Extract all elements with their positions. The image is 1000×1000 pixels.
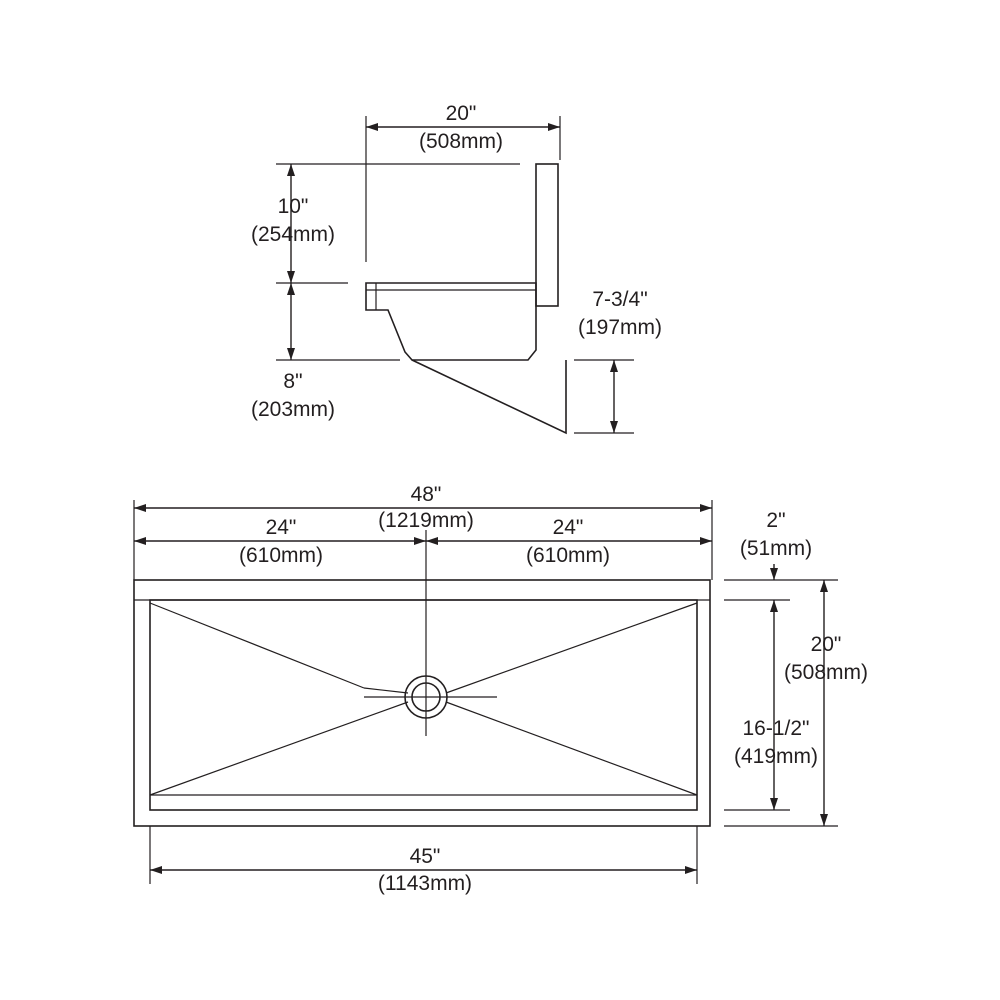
sink-outer-outline xyxy=(133,579,711,827)
label-bowl-front-back-in: 16-1/2" xyxy=(743,717,810,740)
bowl-outline xyxy=(149,599,698,811)
slope-line-top-left xyxy=(149,602,365,689)
label-overall-width-in: 48" xyxy=(411,483,442,506)
slope-line-top-left-short xyxy=(363,687,409,694)
label-backsplash-mm: (254mm) xyxy=(251,223,335,246)
label-overall-depth-in: 20" xyxy=(811,633,842,656)
label-depth-in: 20" xyxy=(446,102,477,125)
label-ledge-mm: (51mm) xyxy=(740,537,812,560)
label-bracket-mm: (197mm) xyxy=(578,316,662,339)
basin-profile xyxy=(365,282,537,361)
label-overall-width-mm: (1219mm) xyxy=(378,509,474,532)
label-bowl-depth-mm: (203mm) xyxy=(251,398,335,421)
slope-line-bottom-left xyxy=(149,701,409,796)
slope-line-top-right xyxy=(445,602,698,694)
support-bracket xyxy=(411,359,567,435)
label-left-half-mm: (610mm) xyxy=(239,544,323,567)
label-bowl-depth-in: 8" xyxy=(283,370,302,393)
side-view: 20" (508mm) 10" (254mm) 8" (203mm) 7-3/4… xyxy=(251,102,662,435)
label-right-half-in: 24" xyxy=(553,516,584,539)
label-overall-depth-mm: (508mm) xyxy=(784,661,868,684)
label-depth-mm: (508mm) xyxy=(419,130,503,153)
top-view: 48" (1219mm) 24" (610mm) 24" (610mm) 2" … xyxy=(133,483,868,895)
drain-inner-circle xyxy=(411,682,441,712)
label-bowl-width-in: 45" xyxy=(410,845,441,868)
backsplash-panel xyxy=(535,163,559,307)
label-backsplash-in: 10" xyxy=(278,195,309,218)
label-ledge-in: 2" xyxy=(766,509,785,532)
slope-line-bottom-right xyxy=(445,701,698,796)
label-bracket-in: 7-3/4" xyxy=(592,288,647,311)
drain-outer-circle xyxy=(404,675,448,719)
label-bowl-width-mm: (1143mm) xyxy=(378,872,472,895)
label-left-half-in: 24" xyxy=(266,516,297,539)
label-bowl-front-back-mm: (419mm) xyxy=(734,745,818,768)
label-right-half-mm: (610mm) xyxy=(526,544,610,567)
